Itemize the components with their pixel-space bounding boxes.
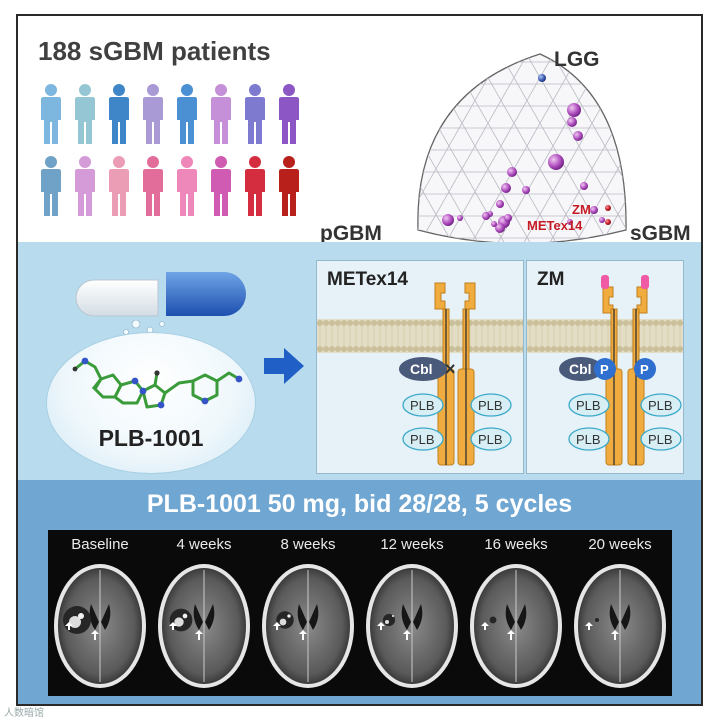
ternary-point [496, 200, 504, 208]
timepoint-label: 16 weeks [484, 536, 548, 553]
person-icon [177, 84, 197, 144]
mri-series: Baseline 4 weeks 8 weeks 12 weeks 16 weeks 20… [48, 530, 672, 696]
drug-structure-oval: PLB-1001 [46, 332, 256, 474]
blocked-mark: × [445, 359, 456, 379]
ternary-points [442, 74, 611, 233]
mri-scan: 20 weeks [568, 530, 672, 696]
ternary-point [573, 131, 583, 141]
person-icon [75, 156, 95, 216]
brain-image [158, 564, 250, 688]
cbl-label: Cbl [569, 361, 592, 377]
sgbm-label: sGBM [630, 222, 691, 245]
ternary-point [590, 206, 598, 214]
zm-annotation: ZM [572, 202, 591, 217]
person-icon [177, 156, 197, 216]
capsule-icon [75, 272, 246, 336]
ternary-outline [417, 53, 627, 242]
plb-label: PLB [648, 398, 673, 413]
person-icon [41, 156, 61, 216]
plb-label: PLB [648, 432, 673, 447]
ternary-point [567, 103, 581, 117]
cohort-section: 188 sGBM patients [18, 16, 702, 245]
plb-label: PLB [478, 432, 503, 447]
timepoint-label: 8 weeks [280, 536, 336, 553]
ternary-point [522, 186, 530, 194]
person-icon [211, 84, 231, 144]
mri-scan: 12 weeks [360, 530, 464, 696]
metex14-receptor-diagram: Cbl × PLB PLB PLB PLB [317, 282, 523, 466]
trial-section: PLB-1001 50 mg, bid 28/28, 5 cycles Base… [18, 480, 701, 704]
plb-label: PLB [576, 432, 601, 447]
mri-scan: 16 weeks [464, 530, 568, 696]
ternary-point [457, 215, 463, 221]
zm-panel-title: ZM [537, 269, 565, 290]
ternary-point [504, 214, 512, 222]
person-icon [211, 156, 231, 216]
cbl-label: Cbl [410, 361, 433, 377]
ternary-point [538, 74, 546, 82]
timepoint-label: 20 weeks [588, 536, 652, 553]
phospho-label: P [600, 362, 609, 377]
metex14-panel: METex14 Cbl × [316, 260, 524, 474]
metex14-annotation: METex14 [527, 218, 583, 233]
mri-scan: Baseline [48, 530, 152, 696]
brain-image [54, 564, 146, 688]
timepoint-label: Baseline [71, 536, 129, 553]
ternary-point [580, 182, 588, 190]
plb-label: PLB [410, 432, 435, 447]
pgbm-label: pGBM [320, 222, 382, 245]
brain-image [574, 564, 666, 688]
brain-image [470, 564, 562, 688]
ternary-point [491, 221, 497, 227]
zm-panel: ZM Cbl P [526, 260, 684, 474]
metex14-panel-title: METex14 [327, 269, 408, 290]
phospho-label: P [640, 362, 649, 377]
brain-image [366, 564, 458, 688]
ternary-point [567, 219, 573, 225]
lgg-label: LGG [554, 48, 600, 71]
regimen-title: PLB-1001 50 mg, bid 28/28, 5 cycles [146, 490, 573, 518]
ternary-point [442, 214, 454, 226]
ternary-point [548, 154, 564, 170]
brain-image [262, 564, 354, 688]
ternary-point [605, 219, 611, 225]
ternary-point [482, 212, 490, 220]
person-icon [75, 84, 95, 144]
ternary-point [567, 117, 577, 127]
person-icon [245, 156, 265, 216]
person-icon [41, 84, 61, 144]
person-icon [245, 84, 265, 144]
graphical-abstract: 188 sGBM patients [16, 14, 703, 706]
arrow-right-icon [264, 348, 304, 384]
molecule-icon [72, 357, 243, 409]
ternary-plot: ZM METex14 LGG pGBM sGBM [310, 32, 702, 245]
plb-label: PLB [410, 398, 435, 413]
ternary-point [599, 217, 605, 223]
person-icon [143, 156, 163, 216]
person-icon [109, 84, 129, 144]
ternary-svg: ZM METex14 [417, 53, 627, 242]
mri-scan: 8 weeks [256, 530, 360, 696]
person-icon [279, 84, 299, 144]
person-icon [279, 156, 299, 216]
mechanism-section: PLB-1001 METex14 Cbl [18, 242, 701, 480]
drug-name: PLB-1001 [98, 425, 204, 451]
plb-label: PLB [478, 398, 503, 413]
mri-scan: 4 weeks [152, 530, 256, 696]
person-icon [143, 84, 163, 144]
plb-label: PLB [576, 398, 601, 413]
person-icon [109, 156, 129, 216]
ternary-point [501, 183, 511, 193]
ternary-point [507, 167, 517, 177]
watermark: 人数暗馆 [4, 708, 44, 719]
cohort-title: 188 sGBM patients [38, 36, 271, 66]
ternary-point [605, 205, 611, 211]
timepoint-label: 4 weeks [176, 536, 232, 553]
zm-receptor-diagram: Cbl P P PLB PLB PLB PLB [527, 275, 683, 466]
timepoint-label: 12 weeks [380, 536, 444, 553]
ternary-point [495, 223, 505, 233]
